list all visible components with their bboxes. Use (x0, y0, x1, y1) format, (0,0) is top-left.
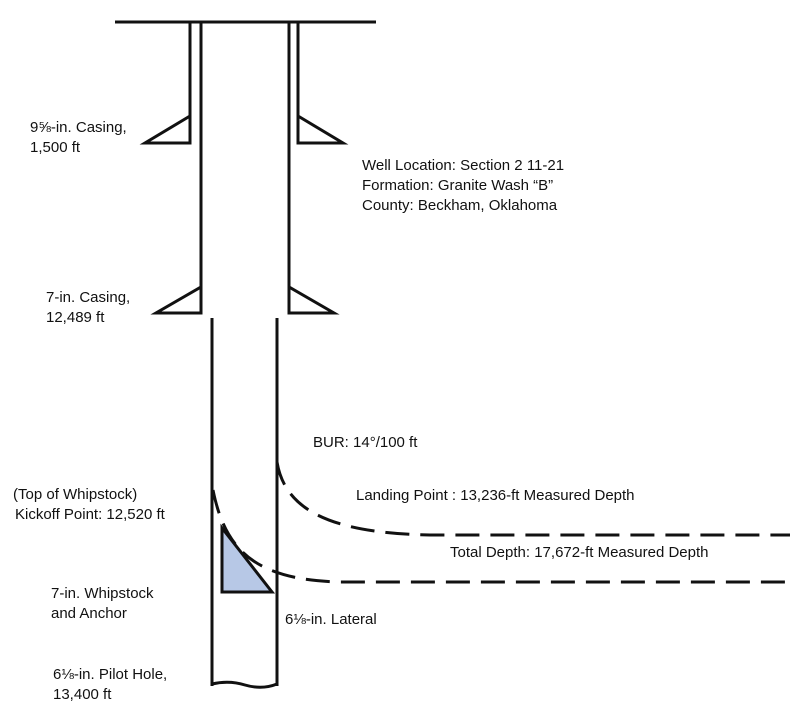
kickoff-label-line2: Kickoff Point: 12,520 ft (15, 506, 165, 523)
well-info-block: Well Location: Section 2 11-21 Formation… (362, 156, 564, 216)
casing-7-label-line1: 7-in. Casing, (46, 289, 131, 306)
casing-9-shoe-right (296, 113, 349, 145)
casing-7-label-line2: 12,489 ft (46, 309, 105, 326)
whipstock-label-line1: 7-in. Whipstock (51, 585, 154, 602)
kickoff-label: (Top of Whipstock) Kickoff Point: 12,520… (13, 485, 165, 525)
pilot-hole-label-line2: 13,400 ft (53, 686, 112, 703)
casing-7-label: 7-in. Casing, 12,489 ft (46, 288, 130, 328)
whipstock-label-line2: and Anchor (51, 605, 127, 622)
casing-9-label-line1: 9⅝-in. Casing, (30, 119, 127, 136)
lateral-lower-path (211, 489, 790, 584)
casing-7-shoe-left (150, 284, 203, 315)
casing-9-shoe-left (139, 113, 192, 145)
pilot-hole-label-line1: 6⅛-in. Pilot Hole, (53, 666, 168, 683)
total-depth-label: Total Depth: 17,672-ft Measured Depth (450, 544, 709, 561)
kickoff-label-line1: (Top of Whipstock) (13, 486, 138, 503)
bur-label: BUR: 14°/100 ft (313, 434, 418, 451)
pilot-hole-bottom (211, 680, 278, 689)
well-location-text: Well Location: Section 2 11-21 (362, 157, 565, 174)
landing-point-label: Landing Point : 13,236-ft Measured Depth (356, 487, 635, 504)
casing-7-shoe-right (287, 284, 340, 315)
county-text: County: Beckham, Oklahoma (362, 197, 558, 214)
casing-9-label-line2: 1,500 ft (30, 139, 81, 156)
whipstock-label: 7-in. Whipstock and Anchor (51, 584, 154, 624)
casing-9-label: 9⅝-in. Casing, 1,500 ft (30, 118, 127, 158)
lateral-label: 6⅛-in. Lateral (285, 611, 377, 628)
formation-text: Formation: Granite Wash “B” (362, 177, 554, 194)
lateral-upper-path (275, 461, 790, 537)
pilot-hole-label: 6⅛-in. Pilot Hole, 13,400 ft (53, 665, 167, 705)
